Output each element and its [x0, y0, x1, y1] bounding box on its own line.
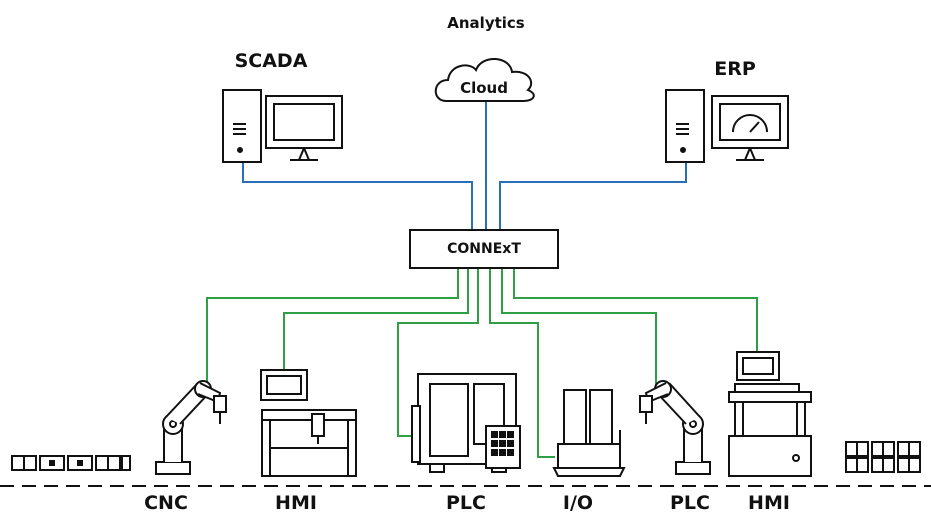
scada-label: SCADA — [234, 50, 308, 72]
device-label-plc-2: PLC — [670, 492, 710, 514]
erp-monitor-icon — [711, 95, 789, 161]
analytics-label: Analytics — [447, 14, 525, 32]
device-label-cnc: CNC — [144, 492, 188, 514]
control-cabinet-icon — [411, 373, 521, 473]
link-scada-hub — [242, 162, 473, 230]
link-hub-hmi-2 — [513, 268, 758, 352]
link-erp-hub — [499, 162, 687, 230]
hub-label: CONNExT — [447, 241, 521, 257]
link-hub-hmi-1 — [283, 268, 469, 370]
erp-label: ERP — [714, 58, 756, 80]
gantry-machine-icon — [260, 369, 357, 477]
device-label-io: I/O — [562, 492, 594, 514]
device-label-hmi-2: HMI — [748, 492, 790, 514]
conveyor-items-right — [845, 441, 921, 473]
device-label-plc-1: PLC — [446, 492, 486, 514]
conveyor-items-left — [11, 455, 131, 471]
link-hub-cnc — [206, 268, 459, 390]
cloud-label: Cloud — [460, 79, 508, 97]
link-hub-plc-2 — [501, 268, 657, 390]
robot-arm-icon — [155, 380, 227, 475]
robot-arm-icon-2 — [639, 380, 711, 475]
device-label-hmi-1: HMI — [275, 492, 317, 514]
hmi-station-icon — [728, 351, 812, 477]
hub-box — [409, 229, 559, 269]
cloud-icon — [434, 58, 535, 102]
upper-links — [242, 102, 687, 230]
lower-links — [206, 268, 758, 458]
erp-server-icon — [665, 89, 705, 163]
io-module-icon — [552, 389, 626, 477]
link-hub-plc-1 — [397, 268, 479, 437]
link-hub-io — [489, 268, 555, 458]
scada-server-icon — [222, 89, 262, 163]
scada-monitor-icon — [265, 95, 343, 161]
